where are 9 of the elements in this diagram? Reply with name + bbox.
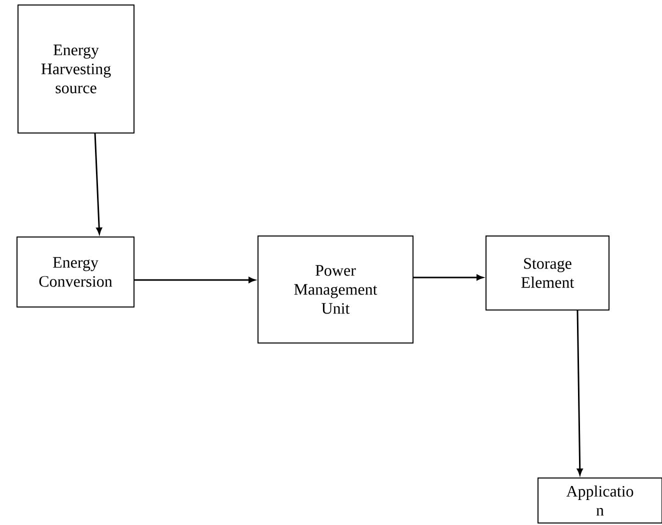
process-box: Energy Harvesting source [18,4,134,134]
process-box: Energy Conversion [16,236,134,308]
arrow [414,274,484,280]
arrow [576,310,583,476]
arrow [94,133,102,234]
process-box: Applicatio n [538,478,662,524]
process-box: Power Management Unit [258,236,414,344]
process-box: Storage Element [486,236,610,310]
arrow [134,277,256,283]
